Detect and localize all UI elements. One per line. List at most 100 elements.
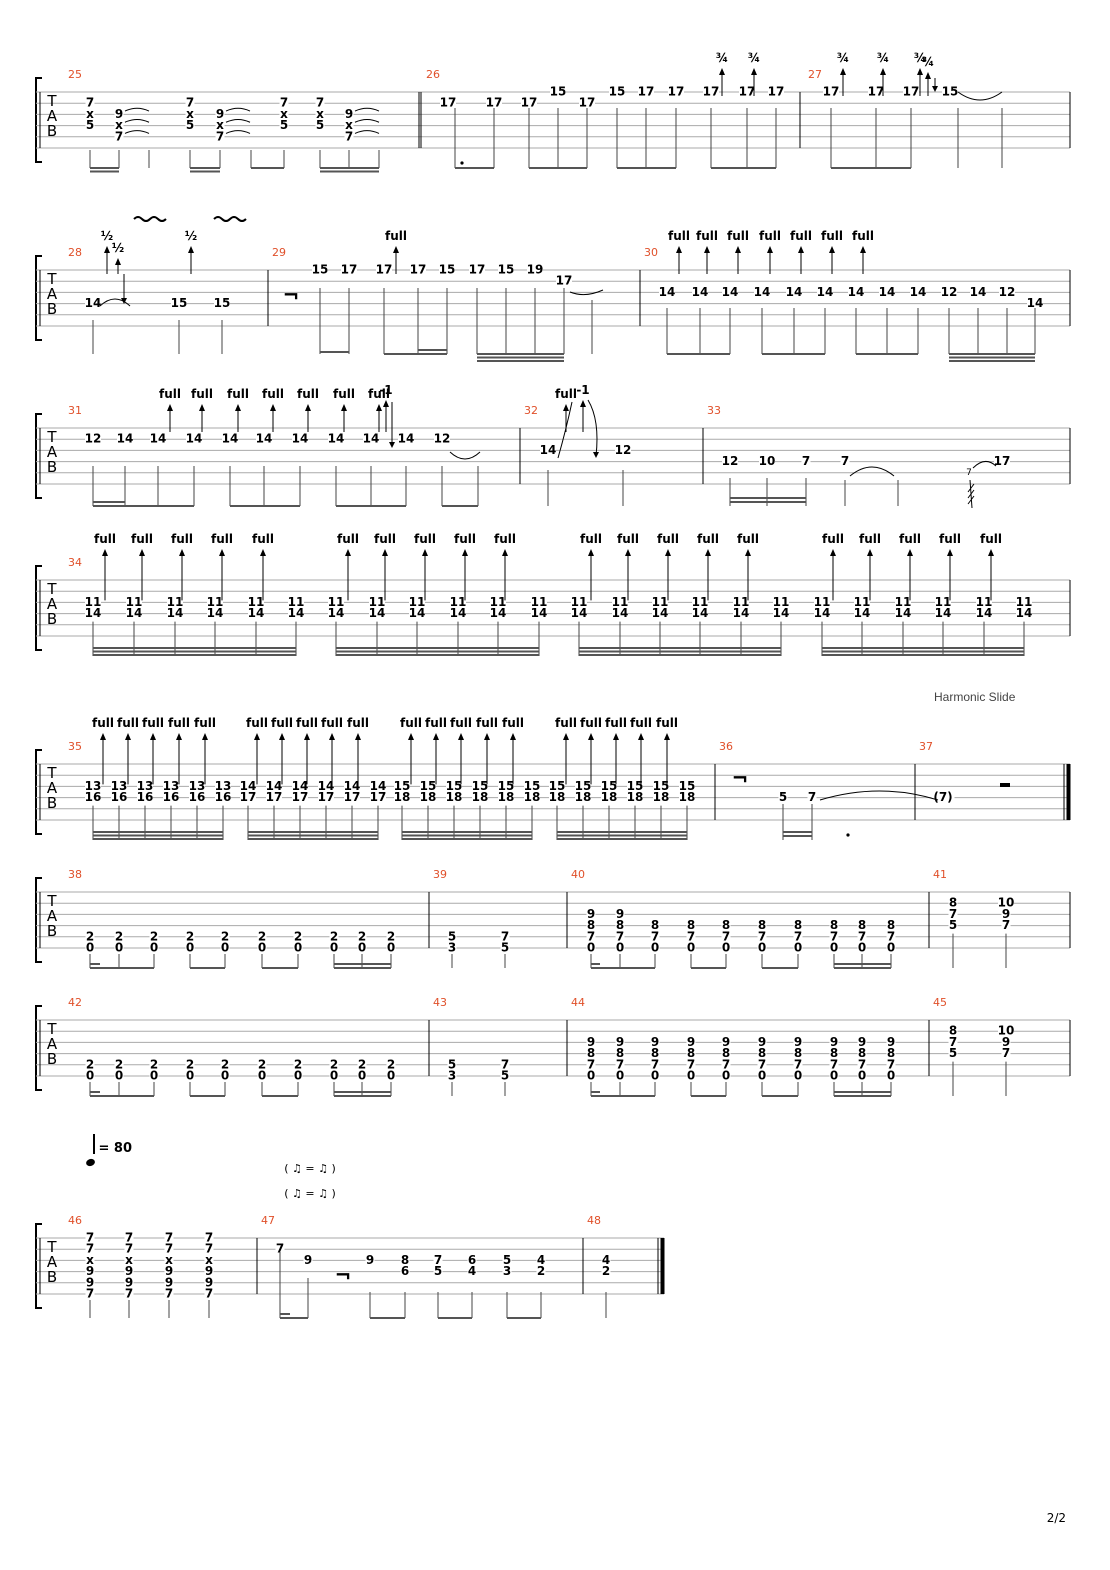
fret-bg: [394, 790, 410, 802]
half-rest: [1000, 783, 1010, 787]
fret-number: 15: [498, 263, 515, 277]
fret-bg: [222, 432, 238, 444]
fret-number: 2: [387, 1057, 395, 1071]
bend-label: full: [425, 716, 447, 730]
bend-arrowhead: [235, 404, 241, 411]
bend-label: full: [414, 532, 436, 546]
bend-label: full: [852, 229, 874, 243]
measure-number: 31: [68, 404, 82, 417]
fret-number: 2: [294, 1057, 302, 1071]
fret-number: 0: [616, 1069, 624, 1083]
fret-bg: [1001, 907, 1011, 919]
fret-bg: [994, 454, 1010, 466]
release-curve: [587, 399, 598, 457]
fret-bg: [970, 285, 986, 297]
fret-bg: [124, 1275, 134, 1287]
fret-number: 0: [221, 941, 229, 955]
fret-bg: [650, 929, 660, 941]
fret-bg: [895, 595, 911, 607]
fret-bg: [857, 929, 867, 941]
fret-bg: [650, 941, 660, 952]
fret-number: (7): [933, 790, 952, 804]
page-number: 2/2: [1046, 1511, 1066, 1525]
fret-bg: [976, 595, 992, 607]
bend-label: full: [450, 716, 472, 730]
fret-bg: [754, 285, 770, 297]
fret-bg: [679, 779, 695, 791]
fret-bg: [536, 1264, 546, 1276]
fret-bg: [586, 1046, 596, 1058]
measure-number: 44: [571, 996, 585, 1009]
fret-number: 3: [448, 941, 456, 955]
fret-bg: [659, 285, 675, 297]
fret-bg: [721, 918, 731, 930]
bend-arrowhead: [458, 733, 464, 740]
fret-number: 8: [687, 918, 695, 932]
fret-bg: [757, 1035, 767, 1047]
fret-number: 17: [410, 263, 427, 277]
fret-bg: [848, 285, 864, 297]
measure-number: 43: [433, 996, 447, 1009]
fret-bg: [814, 595, 830, 607]
fret-number: 9: [205, 1275, 213, 1289]
bend-arrowhead: [202, 733, 208, 740]
tab-clef-letter: A: [47, 285, 58, 303]
fret-number: 0: [86, 1069, 94, 1083]
fret-bg: [357, 941, 367, 952]
fret-bg: [854, 606, 870, 618]
fret-bg: [85, 432, 101, 444]
fret-number: 0: [687, 1069, 695, 1083]
fret-number: 2: [86, 929, 94, 943]
fret-number: 15: [601, 779, 618, 793]
bend-label: full: [454, 532, 476, 546]
fret-bg: [703, 85, 719, 96]
fret-bg: [472, 779, 488, 791]
fret-bg: [498, 779, 514, 791]
fret-number: 18: [420, 790, 437, 804]
bend-label: full: [194, 716, 216, 730]
fret-number: 5: [448, 929, 456, 943]
fret-bg: [215, 129, 225, 141]
swing-marking: ( ♫ = ♫ ): [284, 1162, 336, 1175]
fret-number: 15: [627, 779, 644, 793]
fret-bg: [857, 918, 867, 930]
fret-number: 11: [1016, 595, 1033, 609]
bend-arrowhead: [382, 549, 388, 556]
fret-number: 0: [794, 1069, 802, 1083]
fret-bg: [279, 96, 289, 108]
bend-label: ½: [101, 229, 113, 243]
fret-number: 17: [469, 263, 486, 277]
fret-bg: [447, 941, 457, 952]
bend-label: ¾: [748, 51, 760, 65]
fret-bg: [612, 606, 628, 618]
ghost-fret: 7: [966, 468, 972, 478]
fret-bg: [886, 1057, 896, 1069]
fret-bg: [204, 1253, 214, 1265]
rest: ¬: [335, 1263, 352, 1287]
fret-number: 2: [358, 929, 366, 943]
bend-arrowhead: [115, 258, 121, 265]
fret-bg: [398, 432, 414, 444]
tab-clef-letter: B: [47, 794, 57, 812]
fret-number: 14: [571, 606, 588, 620]
bend-label: ½: [112, 241, 124, 255]
fret-number: 2: [221, 929, 229, 943]
fret-number: 11: [692, 595, 709, 609]
bend-label: full: [297, 387, 319, 401]
fret-number: 13: [137, 779, 154, 793]
fret-number: 9: [687, 1035, 695, 1049]
tie-arc: [849, 466, 895, 477]
bend-arrowhead: [102, 549, 108, 556]
bend-label: ¾: [877, 51, 889, 65]
fret-number: 14: [363, 432, 380, 446]
fret-number: 11: [450, 595, 467, 609]
fret-bg: [220, 941, 230, 952]
measure-number: 37: [919, 740, 933, 753]
fret-bg: [279, 118, 289, 130]
fret-number: 14: [895, 606, 912, 620]
slide-curve: [972, 461, 997, 469]
fret-number: 7: [758, 1057, 766, 1071]
bend-label: full: [374, 532, 396, 546]
fret-number: 7: [651, 1057, 659, 1071]
fret-number: 14: [292, 779, 309, 793]
